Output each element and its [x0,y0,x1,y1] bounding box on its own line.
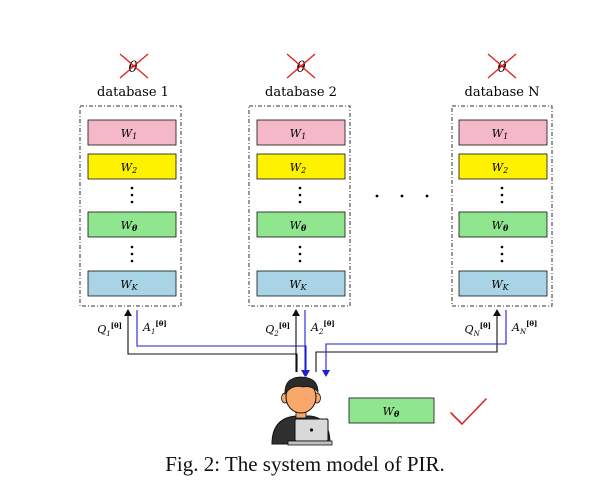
answer-label: AN[θ] [511,319,537,336]
query-arrow [124,309,298,372]
svg-text:WK: WK [120,278,138,292]
cross-mark [119,53,149,79]
database-frame [451,105,553,307]
ellipsis-dots [298,245,302,263]
message-w1: W1 [458,119,548,146]
message-wtheta: Wθ [458,211,548,238]
answer-label: A2[θ] [310,319,335,336]
database-label: database 1 [97,85,169,100]
message-w1: W1 [256,119,346,146]
theta-symbol: θ [497,58,506,76]
database-label: database 2 [265,85,337,100]
message-wk: WK [256,270,346,297]
message-wtheta: Wθ [256,211,346,238]
ellipsis-dots [130,186,134,204]
retrieved-message: Wθ [348,397,435,424]
svg-text:W2: W2 [290,161,306,175]
svg-text:W1: W1 [492,127,508,141]
svg-text:Wθ: Wθ [492,219,509,233]
database-1: θ database 1 W1 W2 Wθ WK [79,53,182,307]
svg-text:Wθ: Wθ [383,405,400,419]
svg-text:W2: W2 [492,161,508,175]
ellipsis-dots [500,245,504,263]
answer-label: A1[θ] [142,319,167,336]
link-database-1: Q1[θ] A1[θ] [97,309,310,377]
crossed-theta-n: θ [487,53,517,79]
query-label: Q1[θ] [97,321,122,338]
message-wtheta: Wθ [87,211,177,238]
message-w2: W2 [458,153,548,180]
database-n: θ database N W1 W2 Wθ WK [451,53,553,307]
database-frame [248,105,351,307]
svg-text:W1: W1 [290,127,306,141]
crossed-theta-2: θ [286,53,316,79]
database-frame [79,105,182,307]
link-database-n: QN[θ] AN[θ] [315,309,537,377]
message-w2: W2 [256,153,346,180]
query-label: Q2[θ] [265,321,290,338]
svg-text:W2: W2 [121,161,137,175]
ellipsis-dots [298,186,302,204]
cross-mark [286,53,316,79]
message-w1: W1 [87,119,177,146]
svg-text:WK: WK [289,278,307,292]
cross-mark [487,53,517,79]
crossed-theta-1: θ [119,53,149,79]
ellipsis-dots [130,245,134,263]
query-label: QN[θ] [465,321,491,338]
link-database-2: Q2[θ] A2[θ] [265,309,335,377]
message-wk: WK [87,270,177,297]
user-with-laptop-icon [271,376,333,446]
answer-arrow [136,310,310,377]
horizontal-ellipsis [375,194,429,198]
svg-text:WK: WK [491,278,509,292]
svg-text:Wθ: Wθ [290,219,307,233]
database-2: θ database 2 W1 W2 Wθ WK [248,53,351,307]
query-arrow [315,309,501,372]
message-wk: WK [458,270,548,297]
svg-text:Wθ: Wθ [121,219,138,233]
database-label: database N [465,85,540,100]
answer-arrow [322,310,507,377]
svg-text:W1: W1 [121,127,137,141]
ellipsis-dots [500,186,504,204]
figure-caption: Fig. 2: The system model of PIR. [165,452,445,476]
message-w2: W2 [87,153,177,180]
theta-symbol: θ [296,58,305,76]
check-icon [450,398,487,425]
